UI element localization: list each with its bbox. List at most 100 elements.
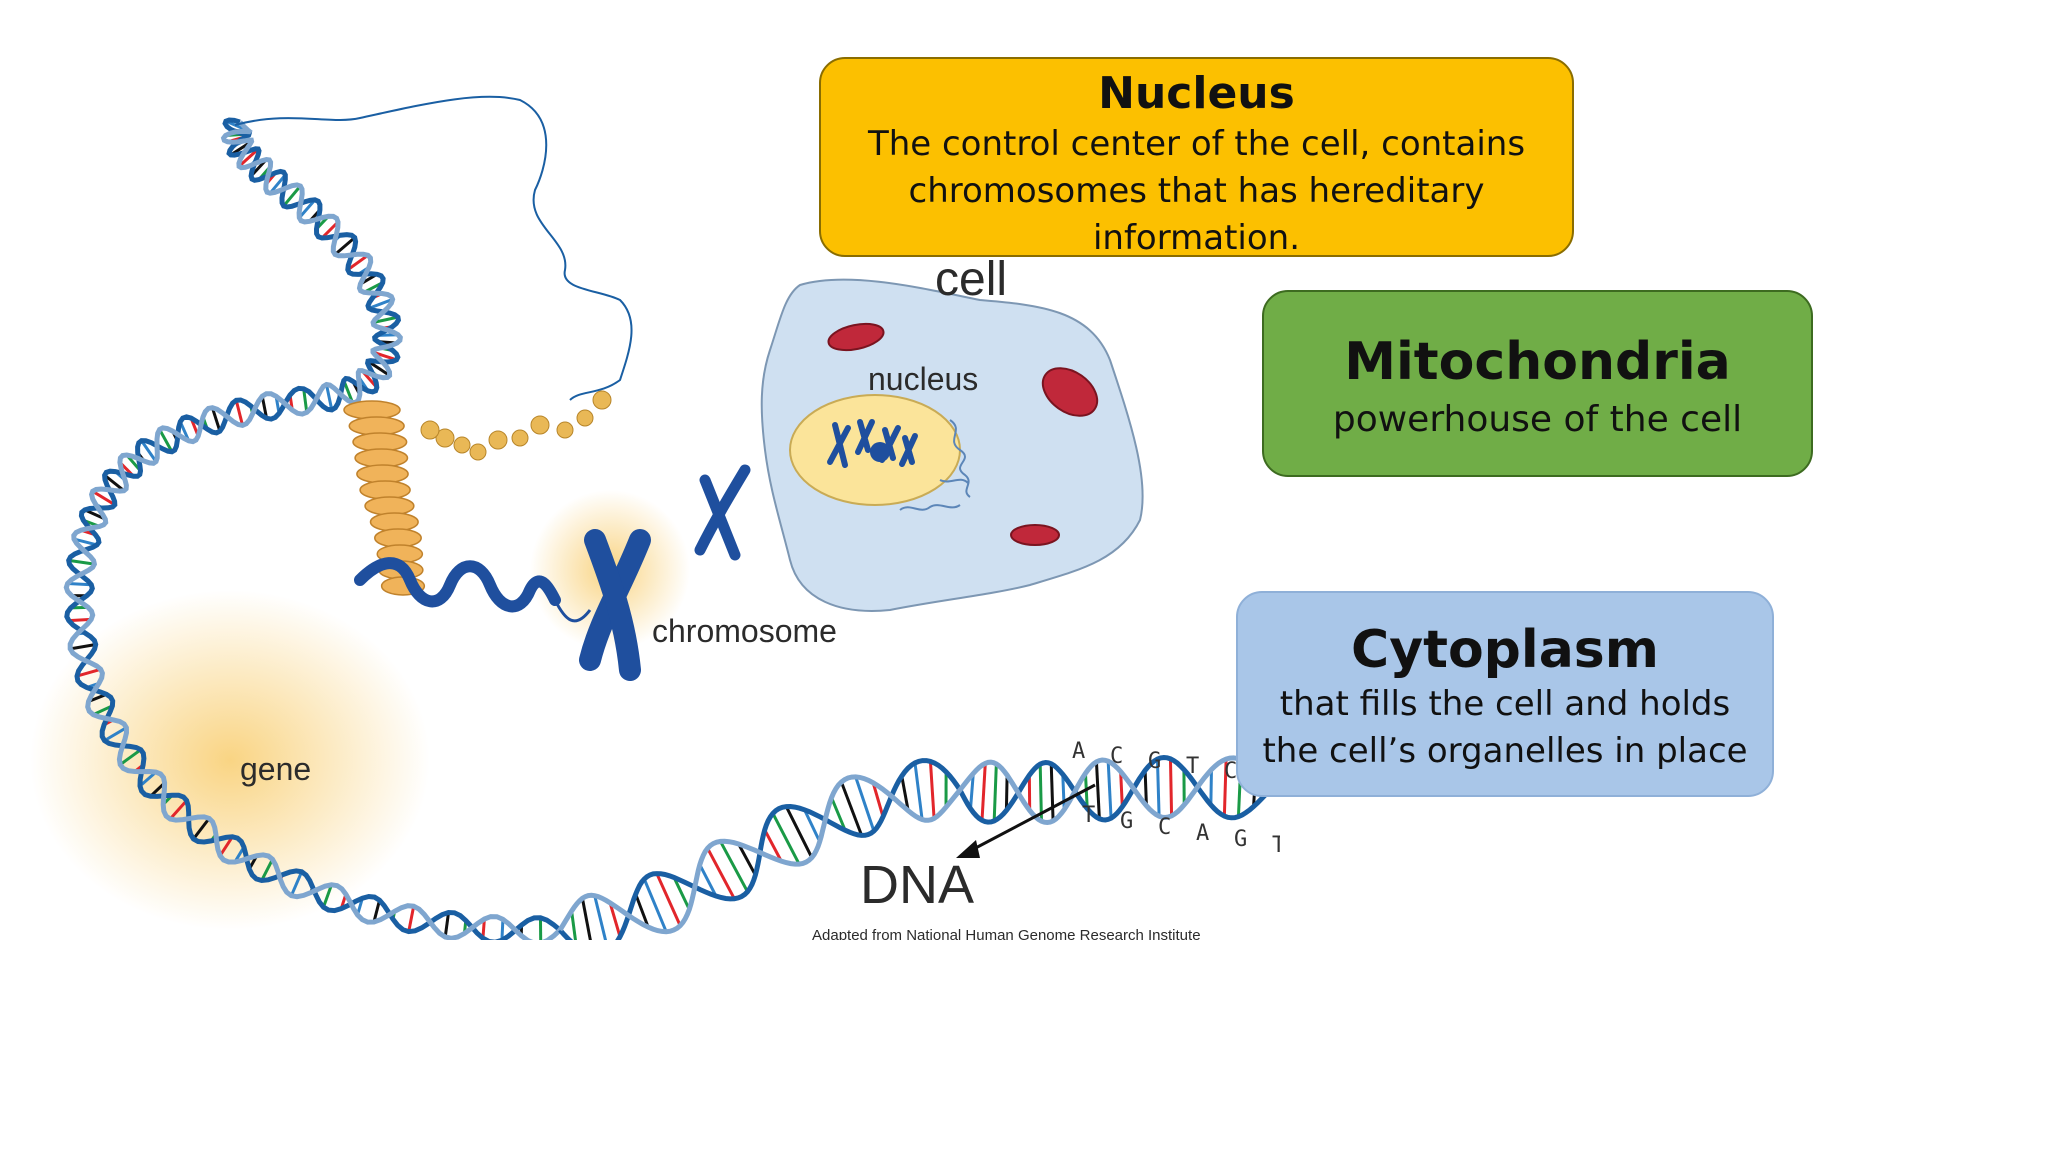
base-pair-rung: [334, 236, 356, 256]
base-pair-rung: [298, 198, 317, 219]
base-pair-rung: [580, 898, 592, 940]
base-letter-top: T: [1186, 754, 1199, 779]
base-pair-rung: [900, 775, 910, 811]
base-pair-rung: [1004, 775, 1009, 811]
chromatin-loop: [348, 416, 405, 436]
base-pair-rung: [1049, 763, 1055, 821]
base-letter-bottom: G: [1120, 809, 1133, 834]
label-dna: DNA: [860, 855, 974, 915]
base-pair-rung: [210, 407, 222, 432]
base-pair-rung: [268, 173, 287, 195]
dna-thread: [234, 95, 633, 401]
base-letter-top: A: [1072, 739, 1085, 764]
chromatin-fiber: [343, 400, 426, 596]
base-pair-rung: [1209, 769, 1213, 805]
label-chromosome: chromosome: [652, 613, 837, 649]
base-pair-rung: [854, 776, 876, 832]
base-pair-rung: [346, 254, 369, 271]
cytoplasm-callout: Cytoplasm that fills the cell and holds …: [1236, 591, 1774, 797]
base-pair-rung: [1222, 759, 1228, 817]
base-pair-rung: [500, 919, 505, 940]
nucleus-callout: Nucleus The control center of the cell, …: [819, 57, 1574, 258]
base-pair-rung: [260, 858, 274, 882]
base-pair-rung: [980, 763, 987, 821]
nucleosome-beads: [420, 390, 612, 461]
mitochondria-callout: Mitochondria powerhouse of the cell: [1262, 290, 1813, 477]
base-pair-rung: [367, 359, 391, 377]
cytoplasm-description: that fills the cell and holds the cell’s…: [1262, 684, 1748, 771]
backbone-strand: [558, 754, 1272, 940]
base-pair-rung: [737, 843, 757, 876]
dna-to-cell-illustration: ACGTCATGCAGT cell nucleus chromosome gen…: [30, 95, 1280, 940]
base-pair-rung: [1094, 761, 1101, 819]
base-pair-rung: [139, 771, 157, 788]
base-pair-rung: [218, 836, 234, 857]
base-pair-rung: [593, 895, 608, 940]
base-pair-rung: [282, 185, 302, 207]
base-pair-rung: [698, 864, 718, 897]
base-pair-rung: [992, 763, 998, 821]
base-pair-rung: [324, 384, 334, 411]
base-pair-rung: [368, 297, 394, 310]
base-pair-rung: [302, 388, 309, 413]
base-pair-rung: [969, 773, 975, 809]
label-cell: cell: [935, 253, 1007, 306]
dna-helix-loop: [63, 117, 562, 940]
base-pair-rung: [928, 761, 936, 819]
base-pair-rung: [103, 474, 125, 492]
base-pair-rung: [320, 220, 340, 240]
base-letter-top: C: [1110, 744, 1123, 769]
base-pair-rung: [119, 748, 142, 766]
er-squiggles: [899, 419, 971, 511]
base-letter-bottom: C: [1158, 815, 1171, 840]
chromatin-loop: [343, 400, 401, 420]
label-credit: Adapted from National Human Genome Resea…: [812, 927, 1201, 940]
base-pair-rung: [763, 829, 783, 862]
nucleus-chromosomes: [827, 419, 918, 468]
base-letter-top: G: [1148, 749, 1161, 774]
base-letters: ACGTCATGCAGT: [1072, 739, 1280, 858]
base-pair-rung: [192, 817, 211, 840]
base-pair-rung: [830, 797, 847, 831]
base-pair-rung: [158, 428, 174, 453]
base-pair-rung: [76, 667, 102, 678]
base-pair-rung: [103, 726, 128, 742]
base-letter-bottom: T: [1082, 803, 1095, 828]
chromatin-loop: [364, 496, 415, 516]
base-pair-rung: [771, 812, 801, 865]
chromatin-loop: [359, 480, 411, 500]
supercoil-tail: [553, 599, 592, 623]
base-pair-rung: [91, 490, 116, 507]
base-pair-rung: [69, 643, 96, 651]
base-pair-rung: [871, 782, 885, 818]
base-pair-rung: [570, 910, 577, 940]
base-pair-rung: [407, 905, 416, 932]
base-pair-rung: [260, 395, 269, 419]
base-pair-rung: [68, 617, 92, 623]
nucleus-title: Nucleus: [1098, 68, 1295, 119]
base-pair-rung: [372, 315, 399, 324]
base-pair-rung: [672, 876, 691, 911]
chromosome-small: [694, 464, 751, 561]
base-pair-rung: [913, 762, 924, 820]
dna-arrow: [967, 783, 1096, 854]
base-pair-rung: [706, 847, 736, 900]
base-pair-rung: [803, 809, 822, 843]
base-letter-bottom: G: [1234, 827, 1247, 852]
base-pair-rung: [73, 537, 98, 547]
base-pair-rung: [839, 781, 864, 836]
gene-glow: [30, 590, 430, 930]
base-pair-rung: [719, 840, 749, 893]
base-pair-rung: [655, 872, 682, 927]
base-pair-rung: [784, 805, 814, 859]
label-gene: gene: [240, 751, 311, 787]
base-pair-rung: [68, 558, 95, 566]
base-pair-rung: [481, 918, 486, 939]
supercoil: [354, 557, 561, 613]
base-pair-rung: [608, 902, 622, 938]
mitochondria-description: powerhouse of the cell: [1332, 399, 1743, 440]
base-pair-rung: [634, 893, 650, 928]
chromatin-loop: [369, 512, 419, 532]
base-pair-rung: [140, 439, 158, 463]
